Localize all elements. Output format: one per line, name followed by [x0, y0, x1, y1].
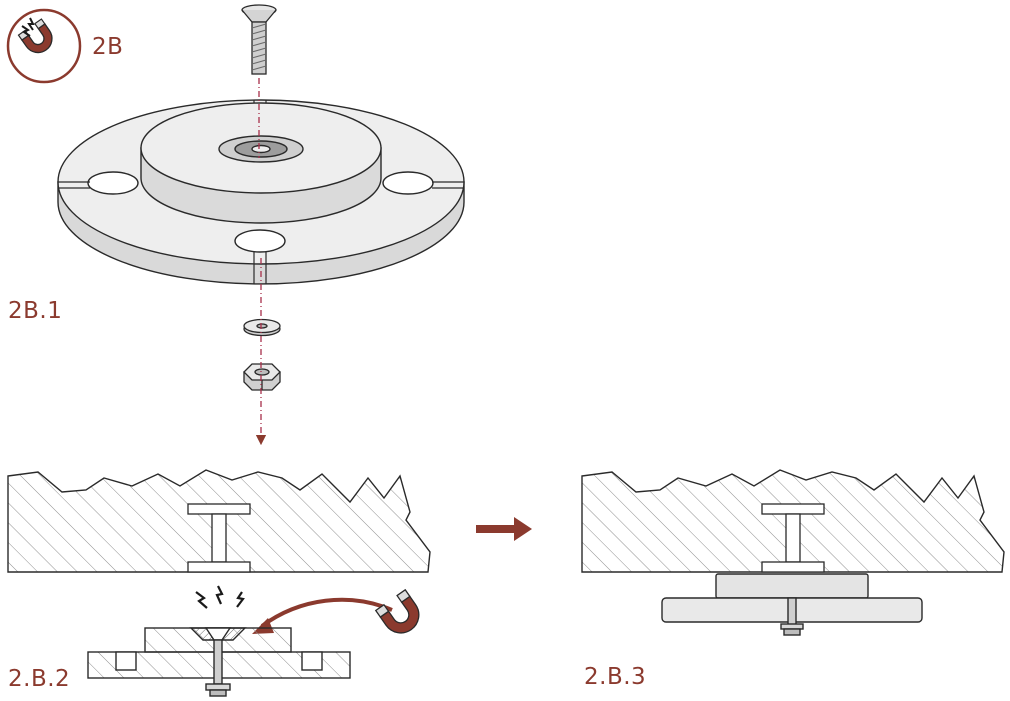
figure-label-2b3: 2.B.3 [584, 664, 647, 690]
ceiling-section-right [581, 469, 1005, 573]
figure-label-2b1: 2B.1 [8, 298, 63, 324]
slot-hole-left [58, 171, 139, 195]
i-beam-left [187, 503, 251, 573]
step-label: 2B [92, 34, 124, 60]
i-beam-right [761, 503, 825, 573]
slot-hole-right [382, 171, 464, 195]
mount-section [87, 627, 351, 697]
washer [243, 318, 281, 337]
mounted-plate [661, 573, 923, 636]
mount-plate [57, 99, 465, 285]
ceiling-section-left [7, 469, 431, 573]
magnet-badge [6, 8, 82, 84]
magnet-icon [374, 588, 420, 634]
next-step-arrow [476, 517, 532, 541]
countersunk-screw [241, 4, 277, 75]
spark-icon [195, 585, 245, 609]
assembly-axis [255, 78, 267, 446]
spark-icon [21, 17, 35, 37]
slot-hole-front [234, 229, 286, 284]
hex-nut [243, 363, 281, 391]
figure-label-2b2: 2.B.2 [8, 666, 71, 692]
